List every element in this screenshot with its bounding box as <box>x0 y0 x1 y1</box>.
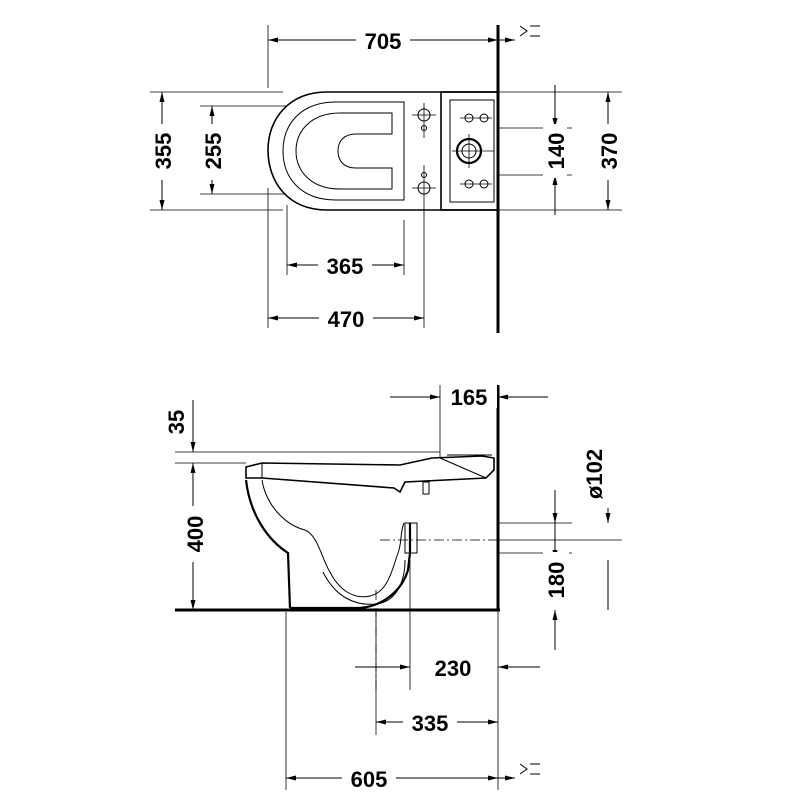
dim-365-label: 365 <box>327 254 364 279</box>
dim-140-label: 140 <box>544 133 569 170</box>
side-trap-inner <box>322 559 406 605</box>
plan-fixing-holes-left <box>412 103 436 200</box>
plan-toilet-outline <box>267 91 498 211</box>
side-bowl-inner <box>261 479 405 598</box>
side-hinge-bolt <box>422 481 430 495</box>
dim-355-label: 355 <box>151 133 176 170</box>
side-trap <box>290 523 412 610</box>
side-view: 35 400 165 ø102 180 230 <box>163 384 622 792</box>
plan-tank-outline <box>440 91 499 211</box>
dim-470-label: 470 <box>328 307 365 332</box>
dim-35-label: 35 <box>164 410 189 434</box>
side-bowl-profile <box>244 479 292 609</box>
dim-335-label: 335 <box>412 711 449 736</box>
dim-230-label: 230 <box>435 656 472 681</box>
dim-705-label: 705 <box>365 29 402 54</box>
dim-255-label: 255 <box>201 133 226 170</box>
dim-400-label: 400 <box>183 516 208 553</box>
wall-symbol-top <box>519 25 540 37</box>
plan-tank-holes <box>452 113 494 189</box>
plan-seat-opening <box>295 112 393 190</box>
dim-605-label: 605 <box>351 767 388 792</box>
dim-370-label: 370 <box>597 133 622 170</box>
dim-165-label: 165 <box>451 385 488 410</box>
wall-symbol-bottom <box>519 763 540 775</box>
plan-view: 705 355 255 365 470 140 <box>150 25 622 333</box>
plan-seat-outline <box>282 101 405 201</box>
side-outlet-stub <box>404 522 418 554</box>
side-seat-lid <box>245 455 495 494</box>
dim-180-label: 180 <box>544 562 569 599</box>
dim-102-label: ø102 <box>582 449 607 499</box>
